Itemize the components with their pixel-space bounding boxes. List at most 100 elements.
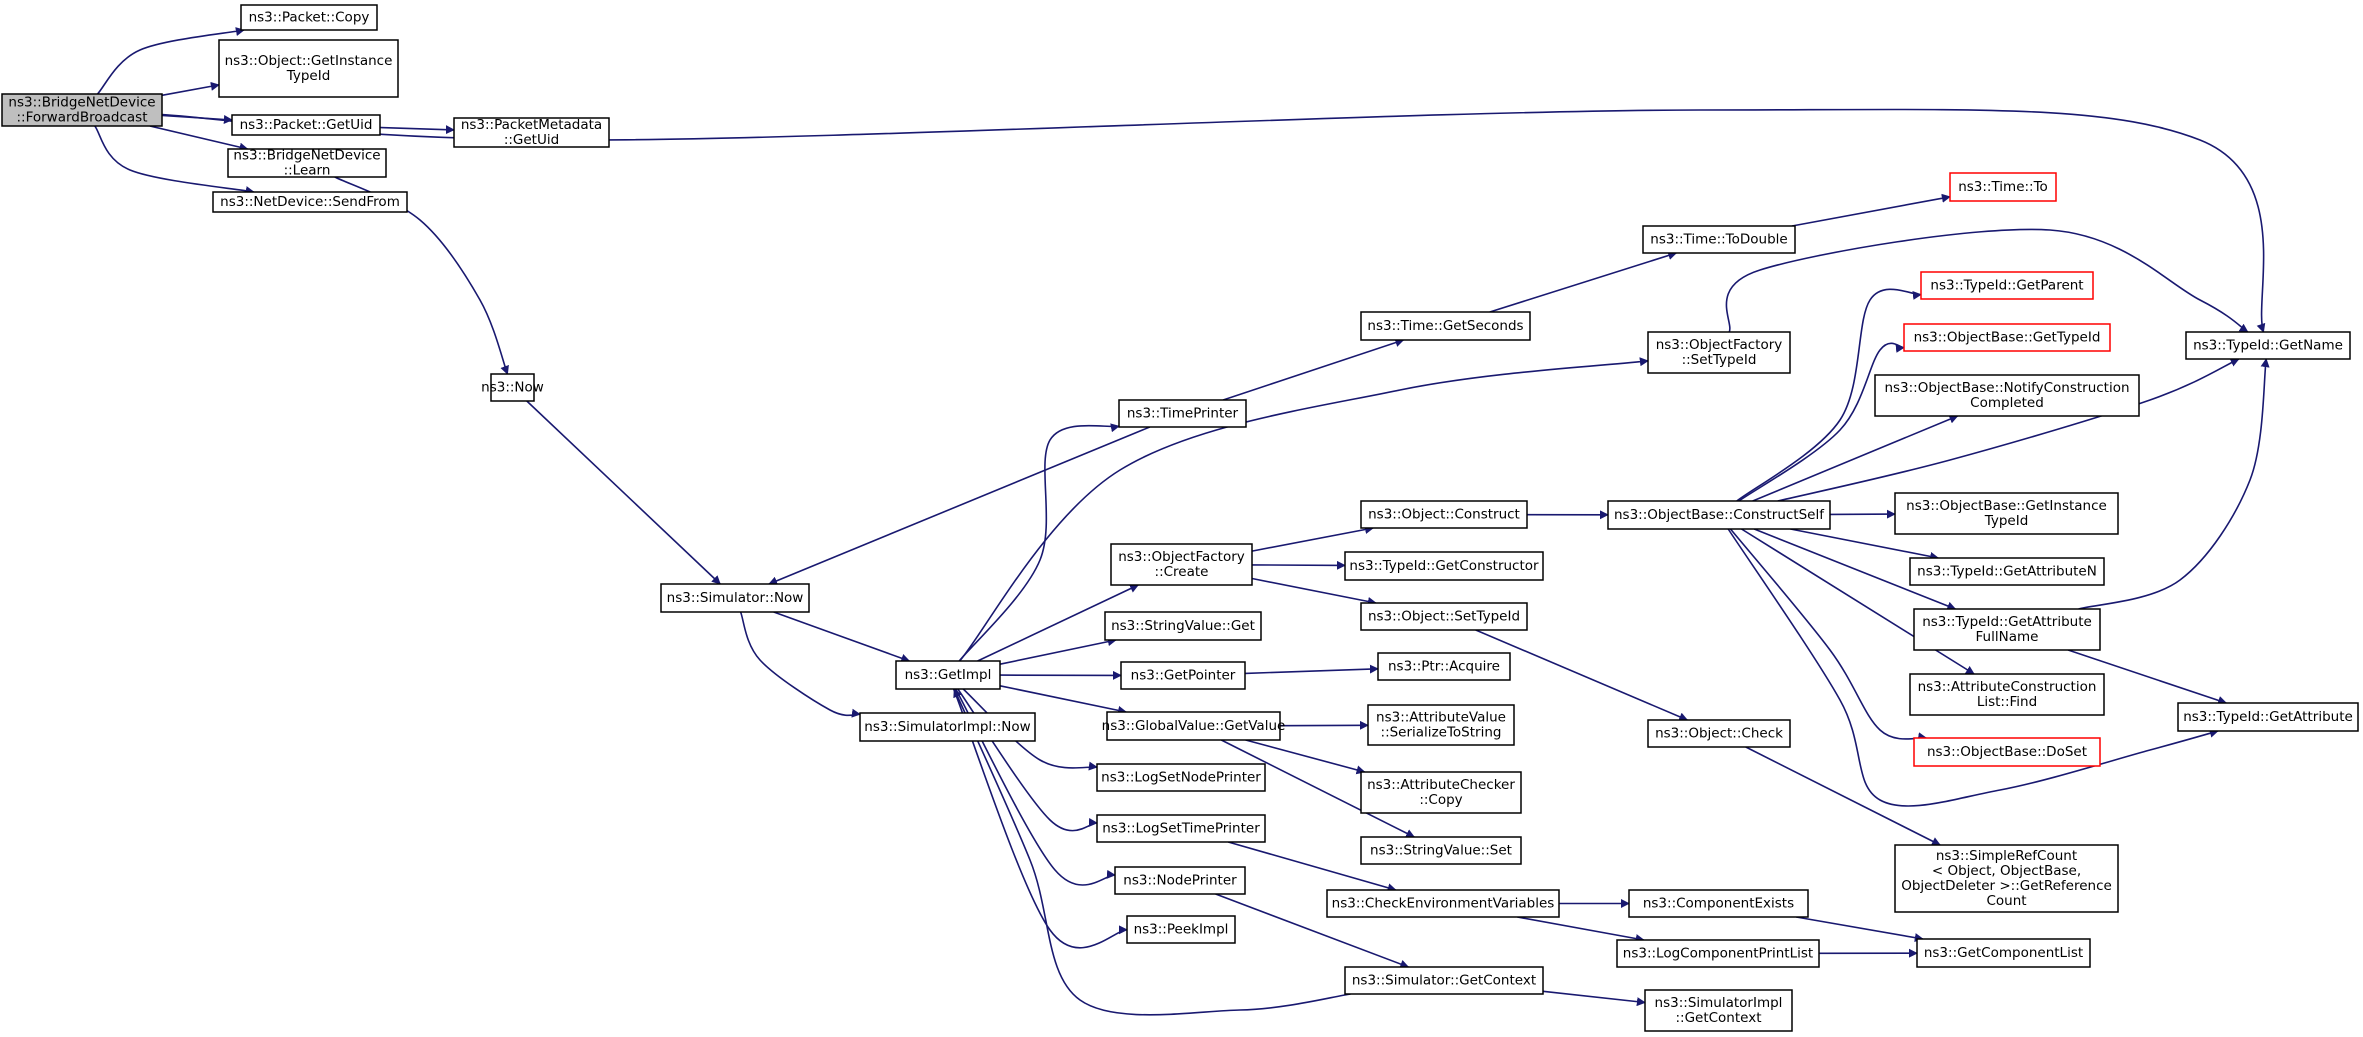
node-label: ns3::ObjectFactory — [1656, 337, 1783, 353]
node-osettid[interactable]: ns3::Object::SetTypeId — [1360, 602, 1528, 631]
node-label: ns3::ObjectBase::NotifyConstruction — [1884, 380, 2129, 396]
node-getcomplist[interactable]: ns3::GetComponentList — [1916, 938, 2091, 968]
node-getseconds[interactable]: ns3::Time::GetSeconds — [1360, 311, 1531, 341]
call-edge-fwd-to-pcopy — [96, 27, 245, 95]
node-ocheck[interactable]: ns3::Object::Check — [1647, 719, 1791, 748]
node-nodeprinter[interactable]: ns3::NodePrinter — [1114, 866, 1246, 895]
call-edges — [94, 27, 2270, 1016]
node-lstp[interactable]: ns3::LogSetTimePrinter — [1096, 814, 1266, 843]
node-box — [1903, 323, 2111, 352]
node-ptracq[interactable]: ns3::Ptr::Acquire — [1377, 652, 1511, 681]
node-box — [1110, 543, 1253, 586]
node-learn[interactable]: ns3::BridgeNetDevice::Learn — [227, 148, 387, 179]
node-accopy[interactable]: ns3::AttributeChecker::Copy — [1360, 771, 1522, 814]
call-edge-timeprinter-to-getseconds — [1222, 338, 1405, 401]
call-edge-getimpl-to-gvget — [999, 685, 1127, 715]
node-srcgetref[interactable]: ns3::SimpleRefCount< Object, ObjectBase,… — [1894, 844, 2119, 913]
node-fwd[interactable]: ns3::BridgeNetDevice::ForwardBroadcast — [1, 93, 163, 127]
node-box — [2185, 331, 2351, 360]
node-label: ns3::AttributeValue — [1376, 710, 1506, 726]
node-label: ns3::AttributeChecker — [1367, 777, 1515, 793]
node-ofsettid[interactable]: ns3::ObjectFactory::SetTypeId — [1647, 331, 1791, 374]
node-simnow[interactable]: ns3::Simulator::Now — [660, 583, 810, 613]
node-timeprinter[interactable]: ns3::TimePrinter — [1118, 399, 1247, 428]
node-todouble[interactable]: ns3::Time::ToDouble — [1642, 225, 1796, 254]
node-sendfrom[interactable]: ns3::NetDevice::SendFrom — [212, 191, 408, 213]
call-edge-obconstructself-to-tgetattrfull — [1753, 528, 1957, 611]
node-strget[interactable]: ns3::StringValue::Get — [1104, 611, 1262, 641]
node-gvget[interactable]: ns3::GlobalValue::GetValue — [1102, 711, 1286, 741]
node-box — [1096, 763, 1266, 792]
node-lsnp[interactable]: ns3::LogSetNodePrinter — [1096, 763, 1266, 792]
node-tgetattr[interactable]: ns3::TypeId::GetAttribute — [2177, 702, 2359, 732]
node-lcpl[interactable]: ns3::LogComponentPrintList — [1616, 939, 1820, 968]
node-box — [1894, 844, 2119, 913]
call-edge-fwd-to-learn — [149, 125, 249, 152]
node-oconstruct[interactable]: ns3::Object::Construct — [1360, 500, 1528, 529]
node-label: List::Find — [1977, 694, 2037, 710]
node-box — [1647, 719, 1791, 748]
node-tgetname[interactable]: ns3::TypeId::GetName — [2185, 331, 2351, 360]
node-box — [1377, 652, 1511, 681]
node-box — [1607, 500, 1831, 530]
node-simimplgetctx[interactable]: ns3::SimulatorImpl::GetContext — [1644, 989, 1793, 1032]
node-getimpl[interactable]: ns3::GetImpl — [895, 660, 1001, 690]
node-ofcreate[interactable]: ns3::ObjectFactory::Create — [1110, 543, 1253, 586]
node-box — [1920, 271, 2094, 300]
node-pgetuid[interactable]: ns3::Packet::GetUid — [231, 114, 381, 136]
call-edge-obconstructself-to-obgettid — [1738, 342, 1905, 502]
node-obnotify[interactable]: ns3::ObjectBase::NotifyConstructionCompl… — [1874, 374, 2140, 417]
call-edge-simgetctx-to-simimplgetctx — [1542, 990, 1646, 1007]
node-label: ns3::TimePrinter — [1127, 406, 1239, 422]
node-compexists[interactable]: ns3::ComponentExists — [1628, 889, 1809, 918]
node-label: ns3::Simulator::GetContext — [1352, 973, 1536, 989]
node-label: ns3::TypeId::GetName — [2193, 338, 2343, 354]
node-box — [1326, 889, 1560, 918]
node-label: ns3::Now — [481, 380, 544, 396]
node-tgetattrn[interactable]: ns3::TypeId::GetAttributeN — [1909, 557, 2105, 586]
node-box — [453, 117, 610, 148]
node-box — [1120, 661, 1246, 690]
node-label: ns3::ComponentExists — [1643, 896, 1794, 912]
node-obconstructself[interactable]: ns3::ObjectBase::ConstructSelf — [1607, 500, 1831, 530]
node-box — [1344, 966, 1544, 995]
function-nodes: ns3::BridgeNetDevice::ForwardBroadcastns… — [1, 4, 2359, 1032]
node-now[interactable]: ns3::Now — [481, 373, 544, 402]
node-simgetctx[interactable]: ns3::Simulator::GetContext — [1344, 966, 1544, 995]
node-label: ns3::Object::Construct — [1368, 507, 1520, 523]
node-obdoset[interactable]: ns3::ObjectBase::DoSet — [1913, 737, 2101, 767]
node-box — [1913, 608, 2101, 651]
node-label: ns3::TypeId::GetParent — [1930, 278, 2083, 294]
node-box — [490, 373, 535, 402]
node-timeto[interactable]: ns3::Time::To — [1949, 172, 2057, 202]
node-label: ::Create — [1155, 564, 1209, 580]
node-getptr[interactable]: ns3::GetPointer — [1120, 661, 1246, 690]
node-box — [1642, 225, 1796, 254]
node-box — [212, 191, 408, 213]
node-box — [1360, 311, 1531, 341]
node-label: ns3::Object::SetTypeId — [1368, 609, 1520, 625]
node-label: ns3::ObjectFactory — [1118, 549, 1245, 565]
node-pmgetuid[interactable]: ns3::PacketMetadata::GetUid — [453, 117, 610, 148]
node-box — [1628, 889, 1809, 918]
node-avser[interactable]: ns3::AttributeValue::SerializeToString — [1367, 704, 1515, 746]
node-strset[interactable]: ns3::StringValue::Set — [1360, 836, 1522, 865]
node-obgettid[interactable]: ns3::ObjectBase::GetTypeId — [1903, 323, 2111, 352]
node-tgetctor[interactable]: ns3::TypeId::GetConstructor — [1344, 551, 1544, 581]
node-label: ns3::GetImpl — [905, 667, 992, 683]
node-pcopy[interactable]: ns3::Packet::Copy — [240, 4, 378, 31]
call-edge-cenv-to-lcpl — [1517, 916, 1645, 943]
node-tgetparent[interactable]: ns3::TypeId::GetParent — [1920, 271, 2094, 300]
call-edge-lstp-to-cenv — [1227, 841, 1397, 893]
node-label: ::SerializeToString — [1381, 725, 1502, 741]
node-box — [1360, 771, 1522, 814]
node-simimplnow[interactable]: ns3::SimulatorImpl::Now — [859, 712, 1036, 742]
node-peekimpl[interactable]: ns3::PeekImpl — [1126, 915, 1236, 944]
node-cenv[interactable]: ns3::CheckEnvironmentVariables — [1326, 889, 1560, 918]
call-edge-todouble-to-timeto — [1791, 193, 1951, 227]
node-label: ns3::PacketMetadata — [461, 117, 602, 133]
